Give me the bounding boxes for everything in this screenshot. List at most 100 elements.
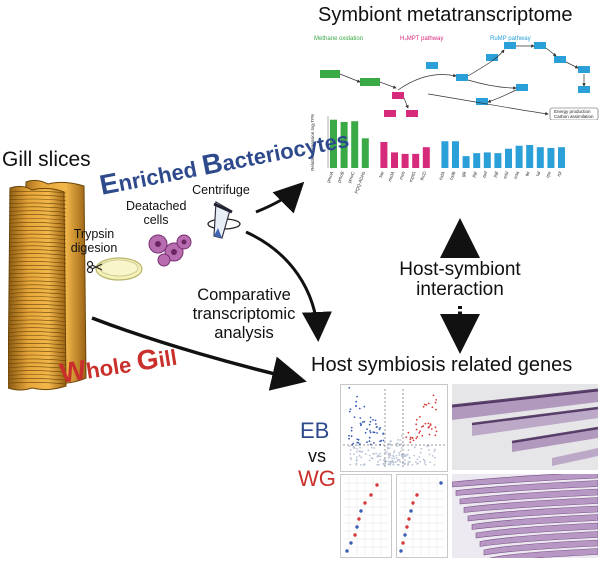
volcano-point [388, 460, 390, 463]
bar-pmoA [330, 119, 337, 168]
arrow-whole-gill [91, 316, 307, 391]
volcano-point [433, 450, 436, 452]
methane-oxidation-label: Methane oxidation [314, 36, 363, 42]
volcano-point [395, 454, 398, 457]
gill-filament-line [8, 304, 67, 307]
volcano-point [415, 423, 418, 426]
pathway-arrow [403, 97, 409, 109]
tick-label-rpe: rpe [545, 170, 552, 178]
gill-filament-line [8, 296, 67, 299]
volcano-point [390, 440, 392, 443]
gill-filament-line [8, 190, 67, 194]
volcano-point [384, 451, 387, 454]
gill-filament-line [8, 202, 67, 205]
enrichment-dot-plot-left [340, 474, 392, 558]
volcano-point [420, 447, 423, 450]
volcano-point [368, 459, 371, 462]
volcano-point [379, 455, 382, 458]
pathway-arrow [467, 79, 517, 90]
volcano-point [391, 459, 394, 462]
gill-filament-line [8, 272, 67, 276]
volcano-point [424, 463, 427, 466]
volcano-point [429, 423, 432, 425]
arrow-to-analysis [245, 230, 332, 342]
gill-filament-line [8, 206, 67, 209]
volcano-point [349, 463, 352, 466]
gill-filament-line [8, 335, 67, 338]
volcano-point [388, 452, 390, 455]
volcano-point [398, 459, 401, 461]
volcano-point [376, 463, 379, 466]
volcano-point [425, 403, 428, 406]
volcano-point [389, 443, 392, 446]
volcano-point [403, 453, 406, 456]
centrifuge-label: Centrifuge [192, 183, 250, 197]
trypsin-digestion-label: Trypsin digesion [70, 227, 118, 255]
histology-lamella [459, 488, 598, 505]
volcano-point [391, 457, 393, 460]
pathway-enzyme-green [320, 70, 340, 78]
gill-filament-line [8, 229, 67, 233]
volcano-point [407, 449, 410, 451]
volcano-point [348, 434, 350, 437]
volcano-point [428, 433, 431, 436]
pathway-enzyme-blue [426, 62, 438, 69]
volcano-point [434, 456, 436, 459]
volcano-point [370, 457, 373, 459]
volcano-point [355, 462, 358, 465]
volcano-point [360, 424, 362, 427]
volcano-point [405, 454, 407, 456]
gill-filament-line [8, 249, 67, 252]
volcano-point [379, 452, 381, 455]
volcano-point [368, 436, 371, 439]
h4mpt-label: H₄MPT pathway [400, 36, 443, 42]
petri-dish-icon [95, 257, 143, 281]
volcano-point [430, 428, 433, 430]
gill-filament-line [8, 292, 67, 295]
volcano-point [398, 452, 400, 454]
volcano-point [350, 458, 353, 461]
volcano-point [389, 462, 392, 465]
volcano-point [372, 431, 375, 434]
volcano-point [421, 434, 424, 437]
volcano-point [418, 432, 421, 434]
volcano-point [419, 416, 421, 418]
legend-carbon-assimilation: Carbon assimilation [554, 114, 594, 119]
pathway-arrow [487, 89, 517, 103]
histology-lamella [471, 514, 598, 530]
volcano-point [409, 441, 412, 444]
gill-filament-line [8, 358, 67, 361]
volcano-point [429, 461, 431, 463]
volcano-point [389, 454, 392, 457]
volcano-point [361, 450, 364, 453]
volcano-point [367, 449, 370, 452]
volcano-point [373, 447, 376, 449]
volcano-point [364, 431, 367, 434]
volcano-point [414, 446, 416, 449]
volcano-point [363, 405, 366, 408]
pathway-enzyme-blue [476, 98, 488, 105]
volcano-point [353, 453, 355, 455]
volcano-point [415, 461, 417, 463]
gill-filament-line [8, 198, 67, 202]
volcano-point [352, 447, 355, 449]
volcano-point [387, 457, 390, 459]
volcano-point [393, 450, 396, 452]
volcano-point [363, 464, 365, 466]
volcano-point [421, 425, 423, 428]
volcano-point [366, 441, 368, 443]
volcano-point [427, 402, 430, 405]
volcano-point [385, 460, 388, 463]
gill-filament-line [8, 226, 67, 229]
volcano-point [396, 460, 399, 462]
volcano-point [376, 455, 379, 458]
bar-tkt [526, 144, 534, 168]
gill-filament-line [8, 331, 67, 334]
gill-filament-line [8, 218, 67, 221]
enrichment-dot [405, 525, 409, 529]
enrichment-dot [411, 501, 415, 505]
gill-filament-line [8, 307, 67, 311]
volcano-point [418, 456, 421, 458]
volcano-point [393, 457, 396, 460]
volcano-point [348, 437, 350, 440]
